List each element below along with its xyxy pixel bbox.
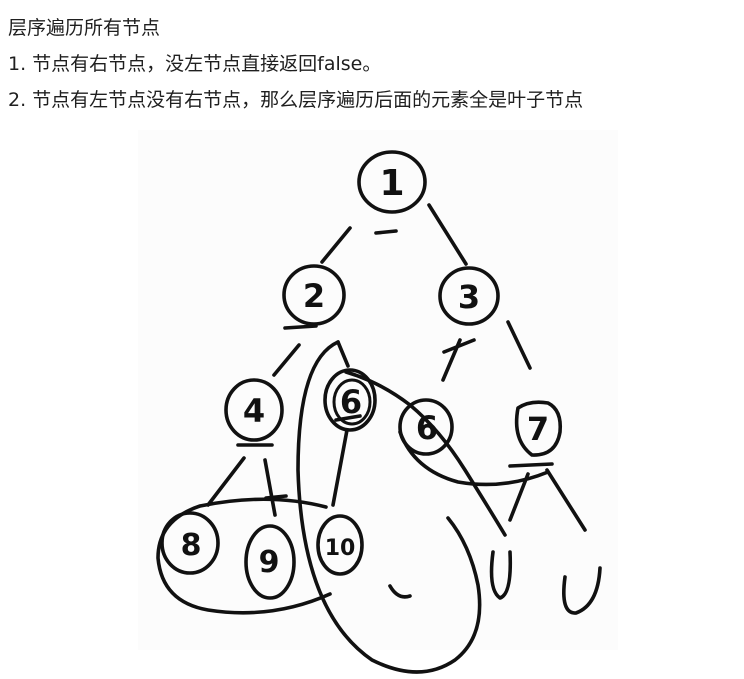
svg-text:4: 4 (243, 392, 265, 430)
tick-mark (374, 229, 398, 235)
svg-text:8: 8 (181, 528, 202, 563)
empty-child-marks (388, 550, 602, 615)
node-2: 2 (282, 264, 346, 326)
heading: 层序遍历所有节点 (8, 17, 161, 39)
grouping-loops (156, 340, 550, 674)
svg-text:1: 1 (379, 163, 404, 204)
node-4: 4 (224, 378, 284, 442)
edge-ticks (236, 229, 554, 500)
svg-text:6: 6 (416, 409, 438, 447)
node-3: 3 (438, 266, 500, 326)
loop-inner-arc (344, 370, 507, 537)
edge-4-8 (206, 456, 246, 507)
edge-7-left (508, 472, 530, 522)
edge-6a-10 (331, 428, 349, 507)
tick-mark (283, 324, 318, 330)
node-7: 7 (514, 400, 563, 457)
edge-1-3 (427, 203, 468, 266)
node-6-left: 6 (323, 368, 377, 432)
svg-text:6: 6 (340, 383, 362, 421)
empty-child-mark (489, 550, 513, 600)
tick-mark (442, 338, 476, 354)
edge-4-9 (263, 458, 277, 517)
svg-text:3: 3 (458, 278, 480, 316)
rule-2: 2. 节点有左节点没有右节点，那么层序遍历后面的元素全是叶子节点 (8, 89, 584, 111)
empty-child-mark (562, 566, 602, 615)
svg-text:7: 7 (527, 410, 549, 448)
loop-right (398, 430, 550, 487)
tick-mark (508, 462, 554, 468)
node-1: 1 (357, 150, 427, 214)
svg-text:9: 9 (259, 545, 280, 580)
node-10: 10 (316, 514, 364, 576)
svg-text:10: 10 (325, 536, 356, 561)
rule-1: 1. 节点有右节点，没左节点直接返回false。 (8, 53, 382, 75)
edge-2-4 (272, 343, 301, 377)
loop-large (296, 340, 482, 674)
loop-left (156, 497, 332, 615)
empty-child-mark (388, 584, 412, 599)
node-9: 9 (244, 524, 296, 600)
edge-2-6a (336, 340, 350, 368)
svg-text:2: 2 (303, 277, 325, 315)
tree-sketch-background (138, 130, 618, 650)
node-8: 8 (160, 511, 220, 575)
tree-edges (206, 203, 587, 532)
text-block: 层序遍历所有节点 1. 节点有右节点，没左节点直接返回false。 2. 节点有… (8, 10, 738, 118)
edge-1-2 (320, 226, 352, 264)
node-6-right: 6 (398, 398, 454, 456)
edge-3-7 (506, 320, 532, 370)
edge-7-right (545, 468, 587, 532)
